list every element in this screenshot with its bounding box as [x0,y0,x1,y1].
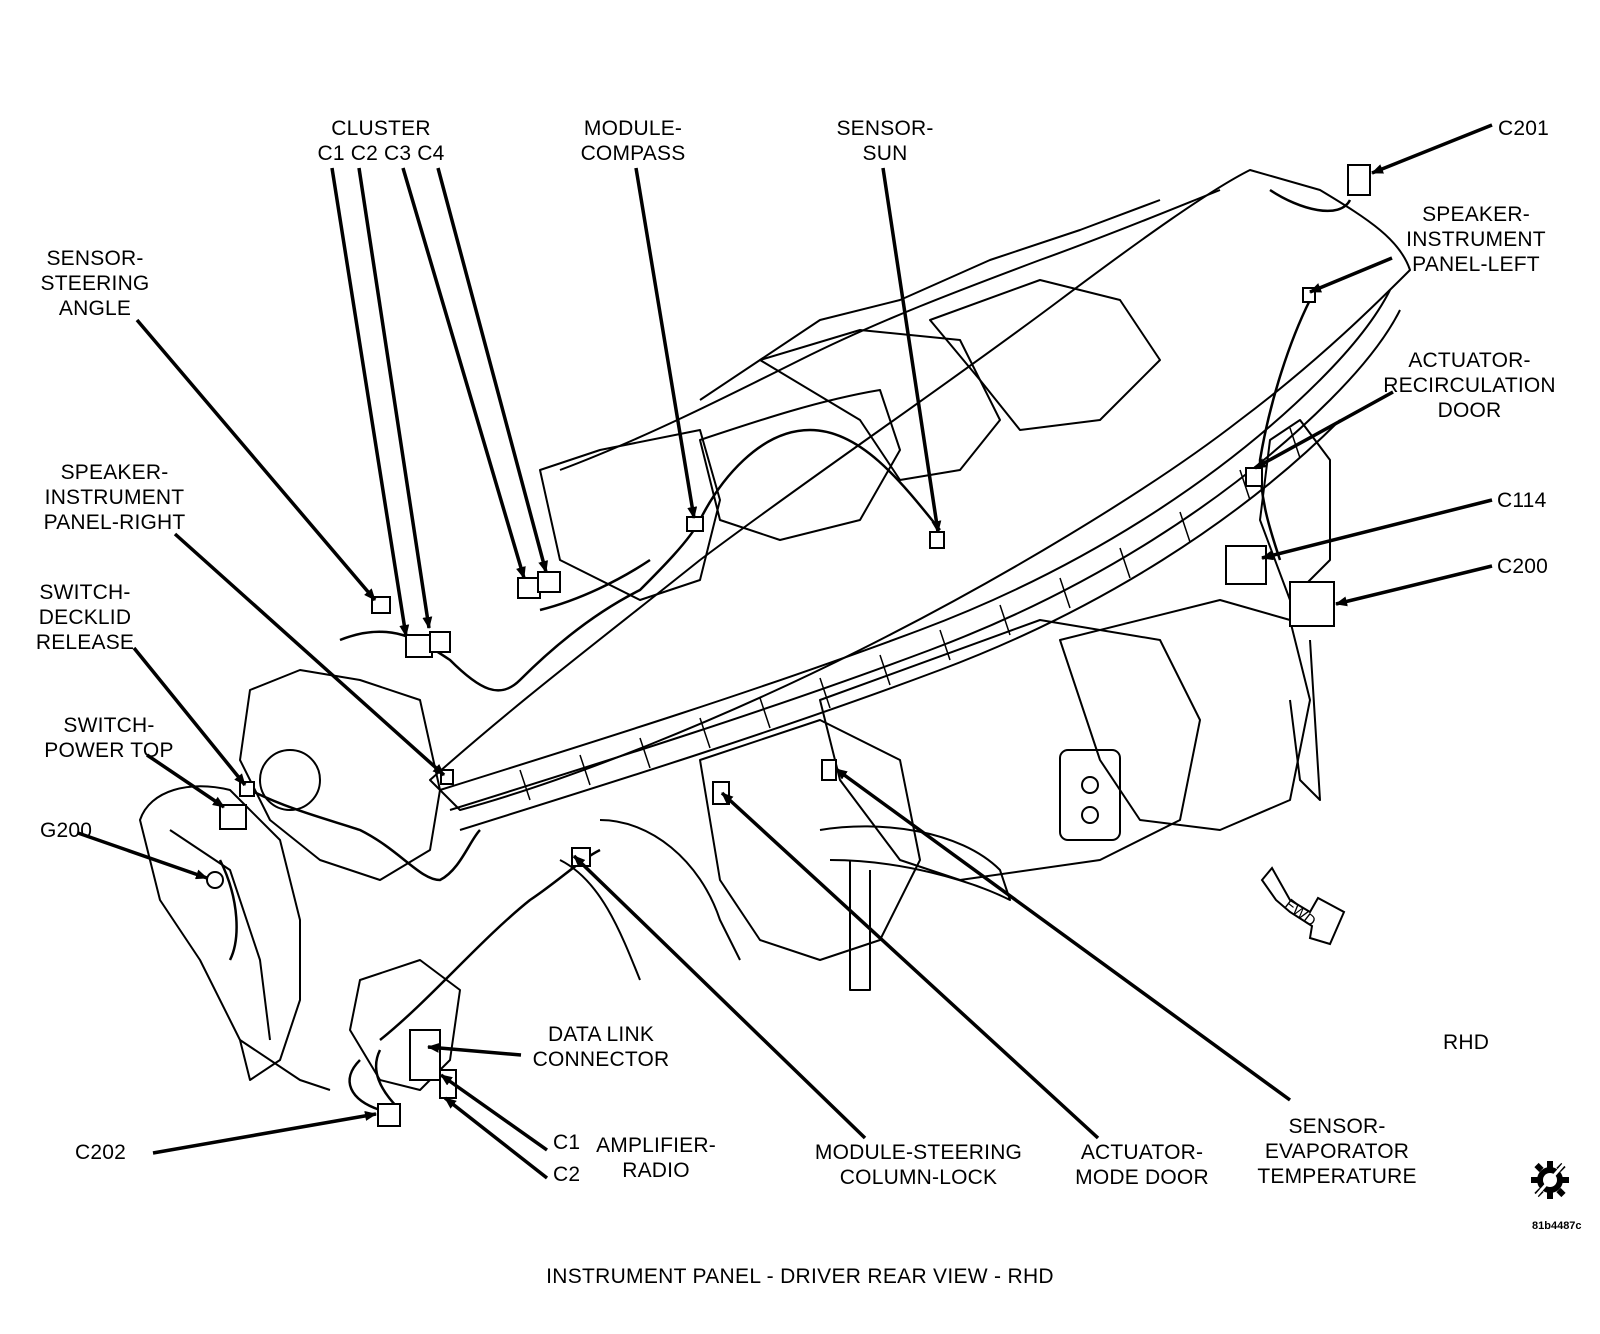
c202-connector [377,1103,401,1127]
leader-cluster-c2 [357,167,433,629]
label-c2: C2 [553,1163,581,1186]
data-link-connector-body [409,1029,441,1081]
cluster-c3-c4-connector [517,577,541,599]
c200-connector [1289,581,1335,627]
label-g200: G200 [40,819,93,842]
leader-actuator-recirc [1254,390,1394,470]
leader-sensor-steering [135,318,377,602]
sensor-sun-connector [929,531,945,549]
leader-cluster-c4 [436,167,548,573]
switch-power-top-connector [219,804,247,830]
service-gear-icon [1531,1161,1569,1199]
label-rhd: RHD [1443,1031,1490,1054]
label-module-compass: MODULE-COMPASS [580,117,686,165]
c201-connector [1347,164,1371,196]
label-c202: C202 [75,1141,127,1164]
leader-c1 [439,1073,549,1152]
figure-caption: INSTRUMENT PANEL - DRIVER REAR VIEW - RH… [546,1265,1054,1288]
label-amplifier-radio: AMPLIFIER-RADIO [596,1134,716,1182]
label-sensor-sun: SENSOR-SUN [836,117,934,165]
figure-code: 81b4487c [1532,1220,1582,1232]
leader-c202 [152,1110,377,1155]
label-c114: C114 [1497,489,1547,512]
c114-connector [1225,545,1267,585]
label-c1: C1 [553,1131,581,1154]
sensor-steering-angle-connector [371,596,391,614]
label-actuator-mode-door: ACTUATOR-MODE DOOR [1075,1141,1209,1189]
forward-arrow-icon: FWD [1260,866,1346,946]
leader-sensor-sun [881,167,942,533]
leader-sensor-evap [834,767,1292,1102]
leader-cluster-c1 [330,167,410,637]
leader-g200 [77,831,208,880]
leader-c2 [443,1096,549,1180]
wiring-harness [218,188,1352,1112]
mode-door-connector [821,759,837,781]
leader-c201 [1371,123,1493,175]
label-switch-power-top: SWITCH-POWER TOP [44,714,174,762]
label-c200: C200 [1497,555,1549,578]
actuator-recirc-connector [1245,467,1263,487]
leader-cluster-c3 [401,167,526,579]
leader-data-link [427,1042,522,1057]
cluster-c1-c2-connector [405,634,433,658]
leader-switch-decklid [132,646,247,787]
connectors [206,164,1371,1127]
leader-speaker-right [173,532,446,777]
leader-speaker-left [1309,256,1393,294]
steering-lock-connector [712,781,730,805]
leader-switch-power-top [146,753,225,809]
label-c201: C201 [1498,117,1550,140]
leader-lines [77,123,1493,1180]
leader-c200 [1335,564,1493,607]
instrument-panel-body [139,169,1411,1091]
leader-module-steering-lock [572,854,867,1140]
module-compass-connector [686,516,704,532]
leader-actuator-mode [720,791,1100,1140]
leader-module-compass [634,167,698,519]
leader-c114 [1261,498,1493,561]
g200-ground [206,871,224,889]
